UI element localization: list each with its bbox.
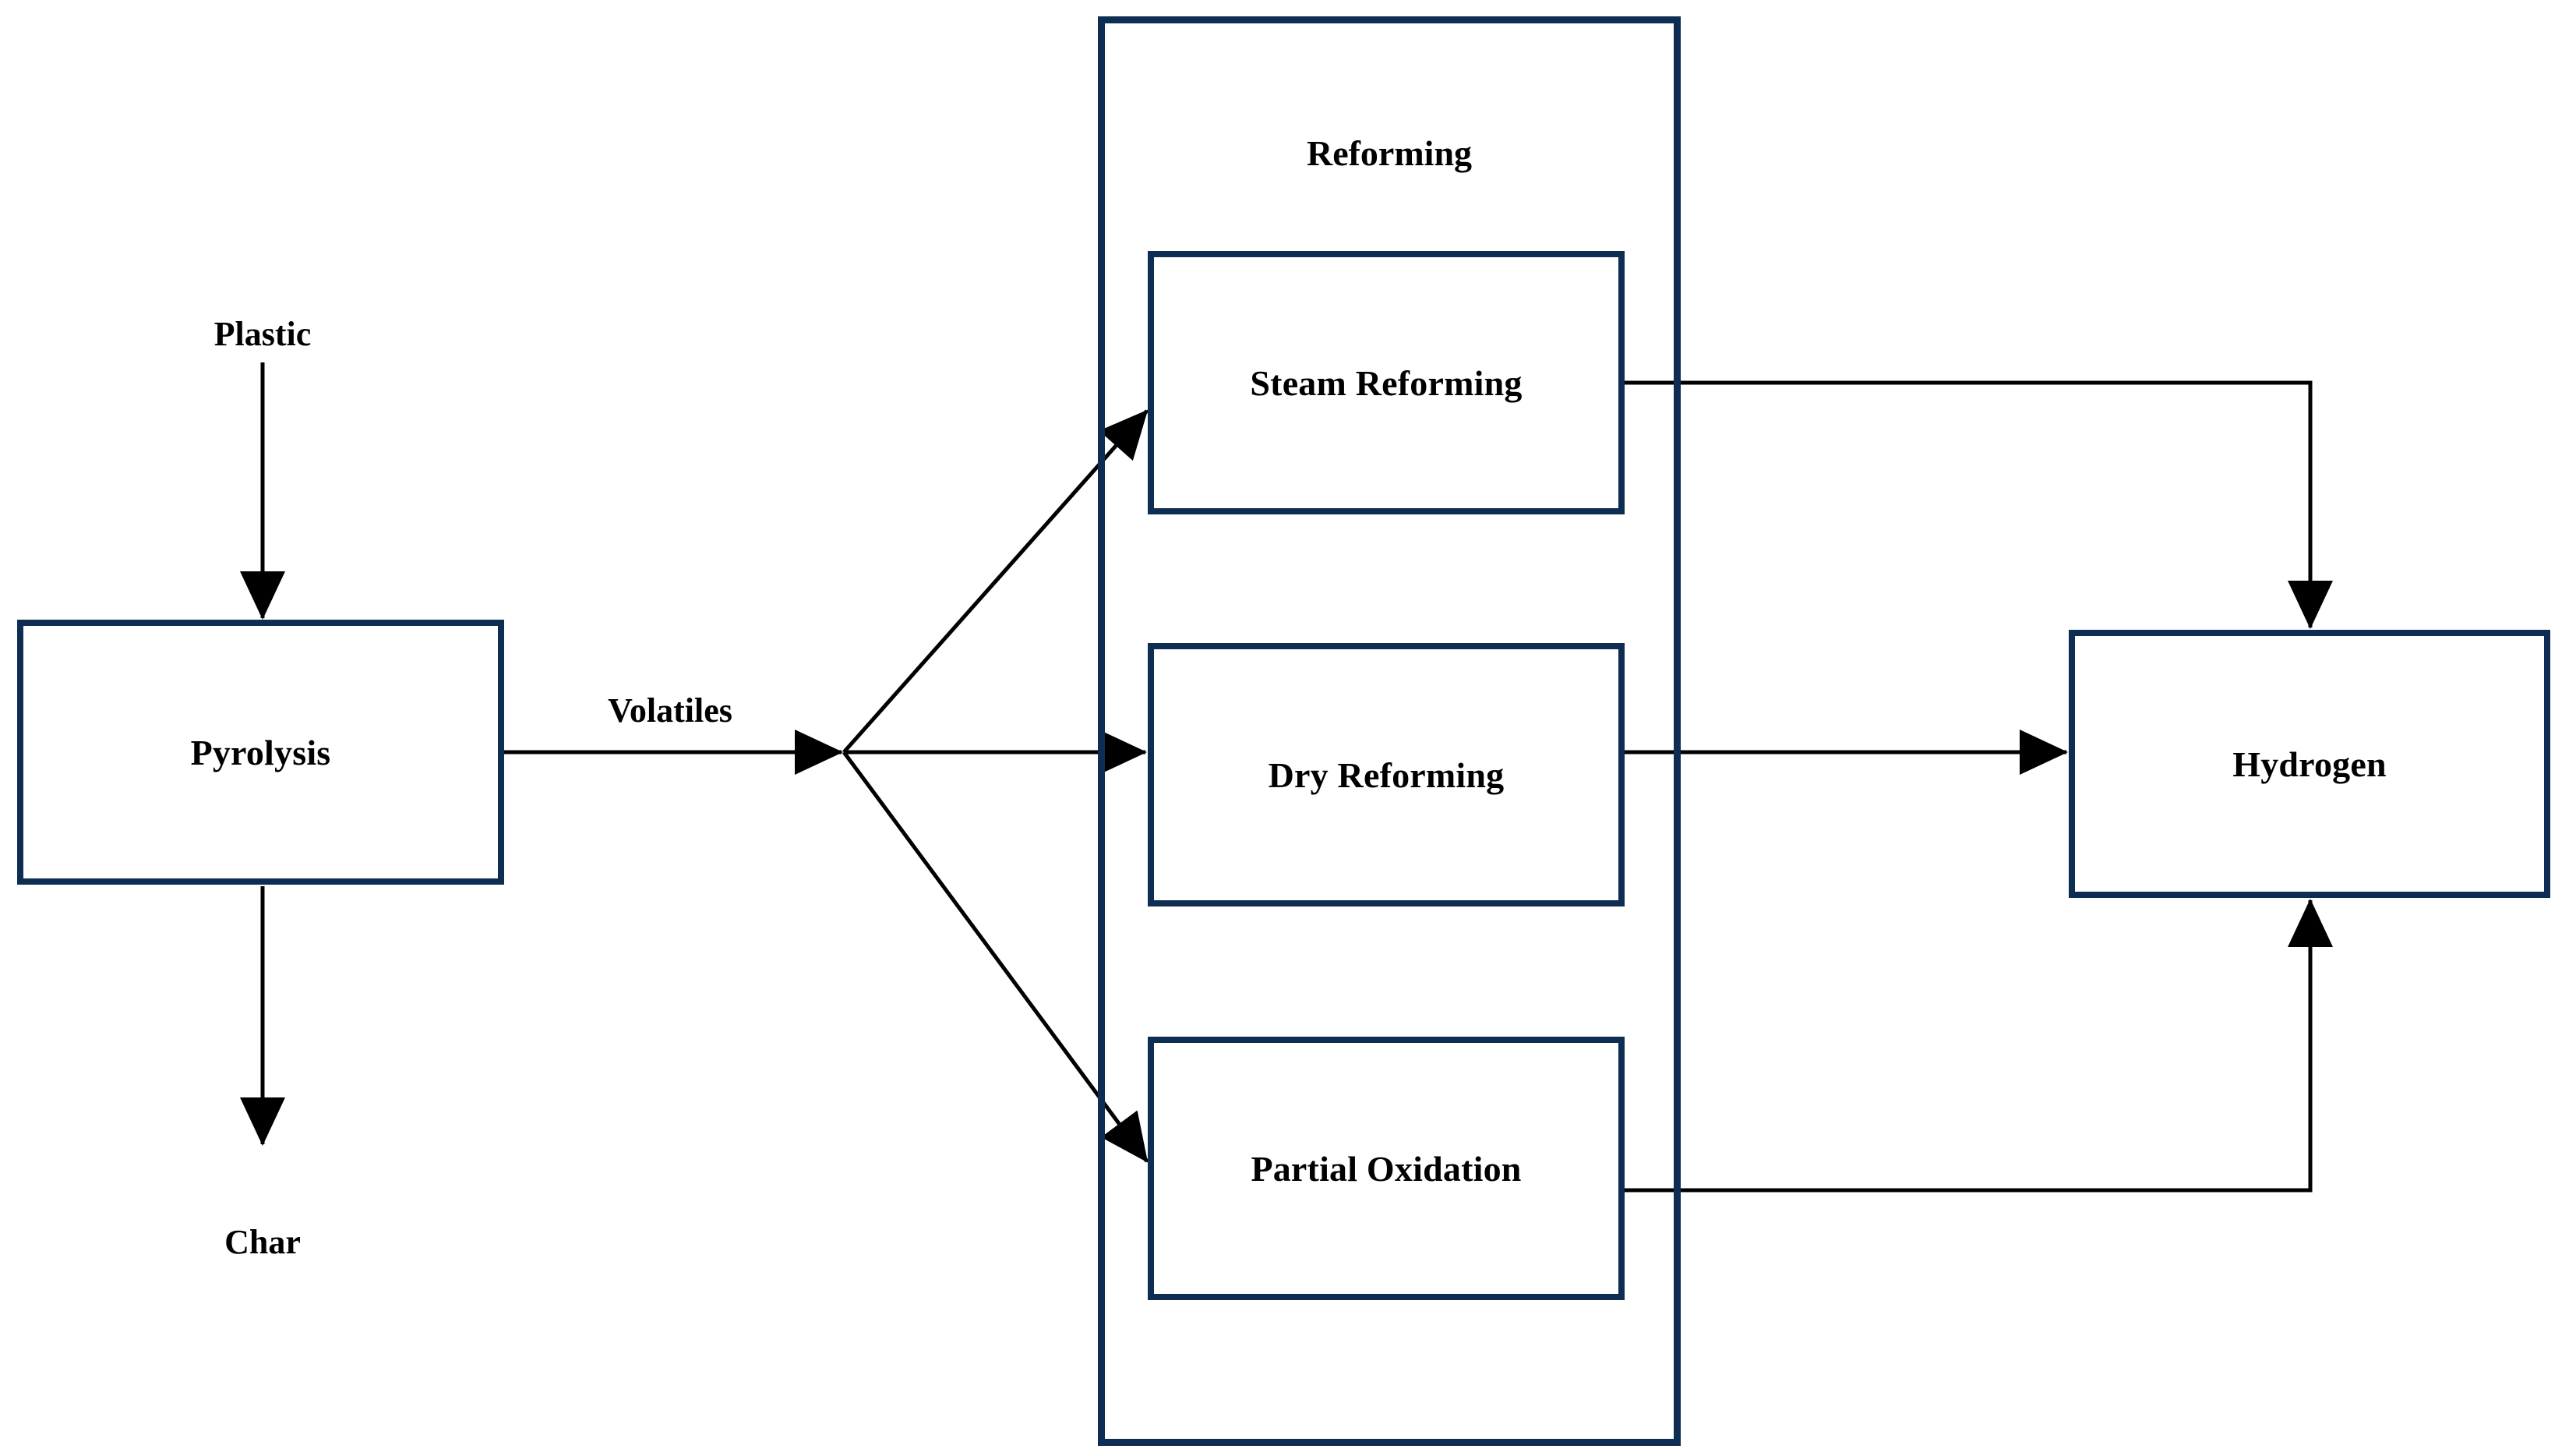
node-partial-oxidation[interactable]: Partial Oxidation	[1148, 1037, 1625, 1300]
stream-label-plastic: Plastic	[213, 315, 312, 353]
node-dry-reforming-label: Dry Reforming	[1268, 755, 1505, 795]
node-pyrolysis-label: Pyrolysis	[190, 732, 331, 772]
reforming-group-box[interactable]	[1098, 16, 1681, 1446]
node-hydrogen[interactable]: Hydrogen	[2069, 630, 2550, 898]
node-hydrogen-label: Hydrogen	[2232, 744, 2387, 784]
edge-partial-oxidation-to-hydrogen	[1625, 899, 2333, 1193]
edge-steam-reforming-to-hydrogen	[1625, 380, 2333, 629]
node-dry-reforming[interactable]: Dry Reforming	[1148, 643, 1625, 906]
stream-label-volatiles: Volatiles	[608, 691, 732, 730]
reforming-group-title: Reforming	[1306, 133, 1473, 173]
node-partial-oxidation-label: Partial Oxidation	[1251, 1148, 1522, 1189]
stream-label-char: Char	[224, 1223, 301, 1261]
node-steam-reforming-label: Steam Reforming	[1250, 362, 1523, 403]
edge-split-to-partial-oxidation	[842, 751, 1149, 1163]
node-steam-reforming[interactable]: Steam Reforming	[1148, 251, 1625, 514]
edge-split-to-steam-reforming	[842, 409, 1149, 754]
node-pyrolysis[interactable]: Pyrolysis	[17, 620, 504, 885]
